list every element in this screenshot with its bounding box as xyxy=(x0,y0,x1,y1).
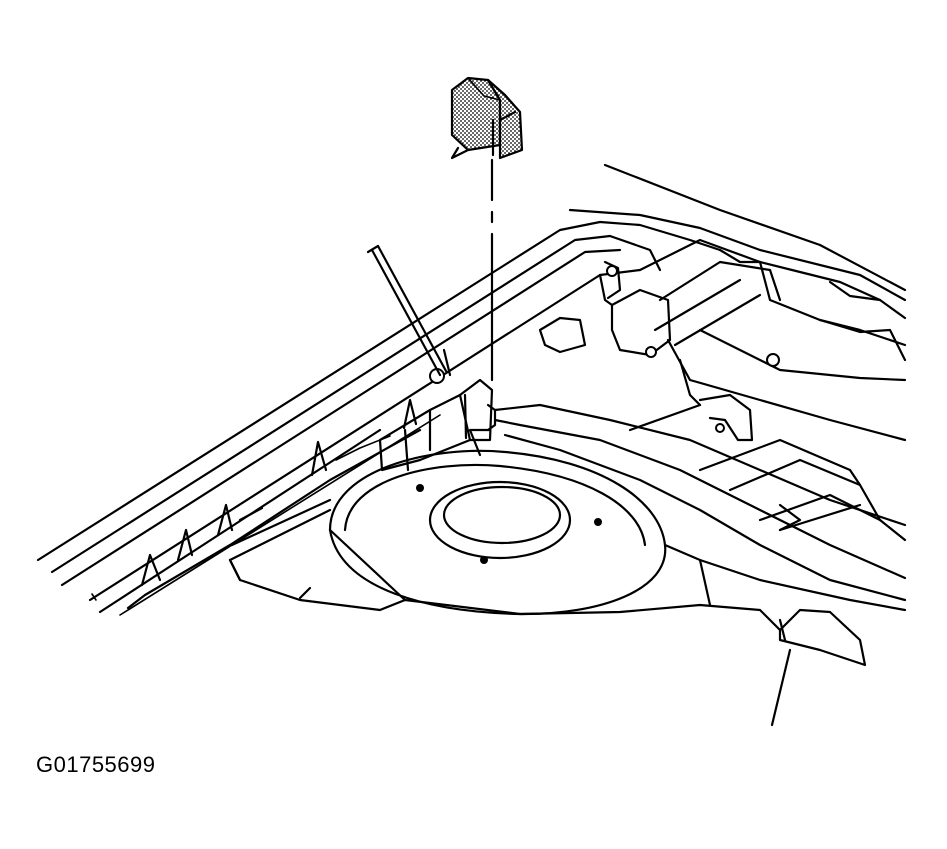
component-module xyxy=(450,76,524,160)
rear-floor-pan xyxy=(228,498,907,727)
rear-cross-member xyxy=(486,393,907,602)
mounting-bracket xyxy=(378,348,494,472)
support-rod xyxy=(366,244,448,377)
rear-body-structure xyxy=(538,163,907,442)
spare-tire-well xyxy=(328,428,667,616)
figure-id-label: G01755699 xyxy=(36,752,156,777)
